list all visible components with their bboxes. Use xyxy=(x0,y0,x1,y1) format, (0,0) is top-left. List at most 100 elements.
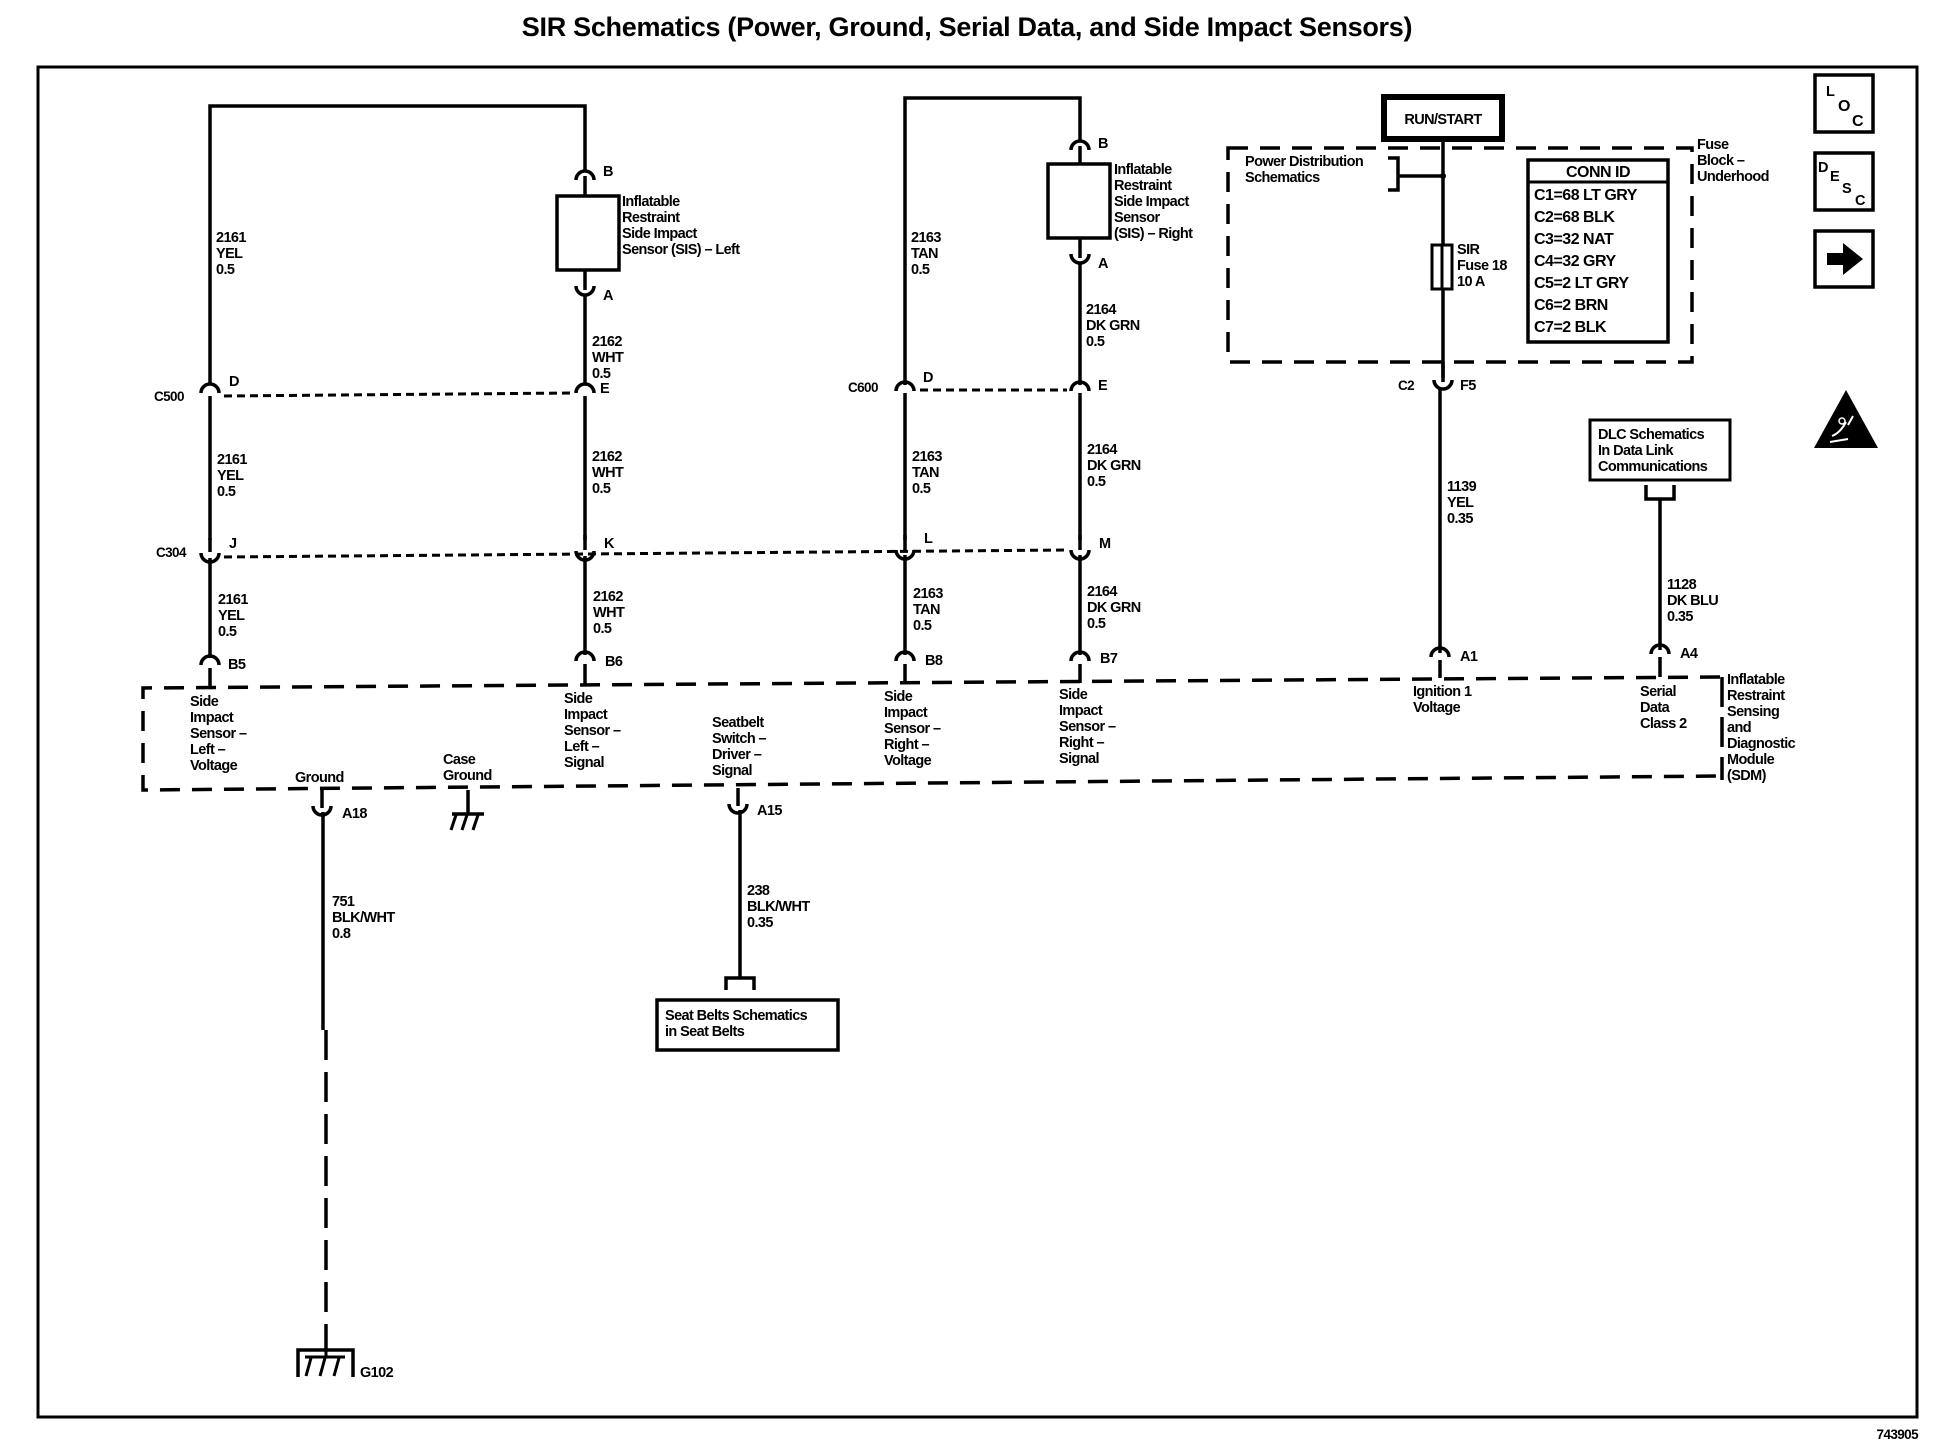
power-distribution-ref[interactable]: Schematics xyxy=(1245,170,1321,186)
svg-text:Impact: Impact xyxy=(564,707,608,723)
conn-id-row: C7=2 BLK xyxy=(1534,319,1607,336)
sdm-boundary xyxy=(141,675,1721,792)
side-impact-sensor-right[interactable] xyxy=(1046,162,1112,240)
svg-text:Seatbelt: Seatbelt xyxy=(712,715,764,731)
wire-label: YEL xyxy=(218,608,245,624)
wire-label: 2163 xyxy=(913,586,943,602)
loc-button[interactable]: L O C xyxy=(1813,73,1875,134)
pin-label: A4 xyxy=(1680,646,1698,662)
sdm-module: B5 B6 B8 B7 A1 A4 A18 A15 Side Impact Se… xyxy=(141,643,1796,831)
dlc-ref-text: DLC Schematics xyxy=(1598,427,1705,443)
svg-text:Diagnostic: Diagnostic xyxy=(1727,736,1796,752)
wire-label: WHT xyxy=(592,465,624,481)
connector-c500-link xyxy=(223,391,573,398)
conn-id-row: C6=2 BRN xyxy=(1534,297,1608,314)
wire-label: 2163 xyxy=(912,449,942,465)
svg-text:Voltage: Voltage xyxy=(190,758,238,774)
dlc-schematics-link[interactable] xyxy=(1588,418,1732,482)
pin-label: K xyxy=(604,536,615,552)
wire-label: BLK/WHT xyxy=(747,899,810,915)
pin-label: B8 xyxy=(925,653,943,669)
pin-label: D xyxy=(923,370,933,386)
svg-text:Side: Side xyxy=(564,691,593,707)
side-impact-sensor-left[interactable] xyxy=(555,194,621,272)
connector-c600-e[interactable] xyxy=(1069,380,1091,392)
middle-wire-segments: 2161 YEL 0.5 2162 WHT 0.5 2163 TAN 0.5 2… xyxy=(208,412,1141,540)
dlc-reference: DLC Schematics In Data Link Communicatio… xyxy=(1588,418,1732,650)
wire-label: 0.5 xyxy=(592,366,611,382)
svg-text:Restraint: Restraint xyxy=(1727,688,1785,704)
desc-icon: C xyxy=(1855,193,1866,209)
sensor-right-name: Restraint xyxy=(1114,178,1172,194)
sensor-left-name: Inflatable xyxy=(622,194,680,210)
desc-icon: S xyxy=(1842,181,1852,197)
connector-c304-label: C304 xyxy=(156,545,187,560)
connector-c2-f5[interactable] xyxy=(1432,379,1454,391)
sensor-right-name: (SIS) – Right xyxy=(1114,226,1193,242)
svg-text:Sensor –: Sensor – xyxy=(564,723,621,739)
sdm-pin-a15-label: Seatbelt Switch – Driver – Signal xyxy=(712,715,767,779)
connector-pin-b-right xyxy=(1069,139,1091,151)
wire-label: 751 xyxy=(332,894,355,910)
wire-label: WHT xyxy=(593,605,625,621)
connector-c500-d[interactable] xyxy=(199,382,221,394)
run-start-box[interactable] xyxy=(1381,94,1505,142)
pin-label: M xyxy=(1099,536,1111,552)
svg-text:Impact: Impact xyxy=(190,710,234,726)
connector-c600-label: C600 xyxy=(848,380,878,395)
wire-2163-upper[interactable] xyxy=(903,96,1082,385)
wire-label: TAN xyxy=(912,465,939,481)
figure-id: 743905 xyxy=(1877,1427,1920,1442)
seatbelt-circuit: Seat Belts Schematics in Seat Belts 238 … xyxy=(655,810,840,1052)
fuse-block-label: Fuse xyxy=(1697,137,1729,153)
wire-label: 2162 xyxy=(592,334,622,350)
connector-pin-b-left xyxy=(574,169,596,181)
power-distribution-ref[interactable]: Power Distribution xyxy=(1245,154,1364,170)
wire-label: TAN xyxy=(911,246,938,262)
connector-c500-e[interactable] xyxy=(574,382,596,394)
conn-id-row: C3=32 NAT xyxy=(1534,231,1614,248)
wire-label: 0.5 xyxy=(593,621,612,637)
diagram-frame xyxy=(36,65,1919,1419)
next-page-button[interactable] xyxy=(1813,229,1875,289)
pin-b-label: B xyxy=(1098,136,1108,152)
svg-text:Class 2: Class 2 xyxy=(1640,716,1687,732)
wire-label: 0.5 xyxy=(913,618,932,634)
svg-text:Signal: Signal xyxy=(1059,751,1099,767)
svg-text:Ignition 1: Ignition 1 xyxy=(1413,684,1472,700)
desc-button[interactable]: D E S C xyxy=(1813,151,1875,212)
svg-text:Driver –: Driver – xyxy=(712,747,762,763)
svg-text:Inflatable: Inflatable xyxy=(1727,672,1785,688)
svg-text:Side: Side xyxy=(190,694,219,710)
fuse-label: 10 A xyxy=(1457,274,1486,290)
wire-label: 0.35 xyxy=(747,915,773,931)
wire-label: 0.5 xyxy=(218,624,237,640)
page-title: SIR Schematics (Power, Ground, Serial Da… xyxy=(521,12,1413,42)
dlc-ref-text: In Data Link xyxy=(1598,443,1675,459)
wire-label: 0.8 xyxy=(332,926,351,942)
conn-id-row: C1=68 LT GRY xyxy=(1534,187,1638,204)
pin-label: A1 xyxy=(1460,649,1478,665)
svg-text:Side: Side xyxy=(1059,687,1088,703)
ground-g102-circuit: G102 751 BLK/WHT 0.8 xyxy=(296,812,396,1381)
wire-label: 2161 xyxy=(216,230,246,246)
wire-2161-upper[interactable] xyxy=(208,104,587,385)
connector-c600-d[interactable] xyxy=(894,380,916,392)
svg-text:Impact: Impact xyxy=(1059,703,1103,719)
pin-label: A18 xyxy=(342,806,367,822)
wire-label: 0.5 xyxy=(911,262,930,278)
wire-label: 0.35 xyxy=(1667,609,1693,625)
wire-label: 0.5 xyxy=(592,481,611,497)
connector-c500-label: C500 xyxy=(154,389,184,404)
svg-text:Ground: Ground xyxy=(295,770,344,786)
svg-text:Side: Side xyxy=(884,689,913,705)
seat-belts-schematics-link[interactable] xyxy=(655,998,840,1052)
pin-label: B7 xyxy=(1100,651,1118,667)
wire-label: 2161 xyxy=(218,592,248,608)
pin-a-label: A xyxy=(1098,256,1109,272)
conn-id-row: C5=2 LT GRY xyxy=(1534,275,1629,292)
case-ground-icon xyxy=(449,790,484,831)
pin-label: J xyxy=(229,536,237,552)
fuse-block-underhood: RUN/START Power Distribution Schematics … xyxy=(1226,94,1770,653)
